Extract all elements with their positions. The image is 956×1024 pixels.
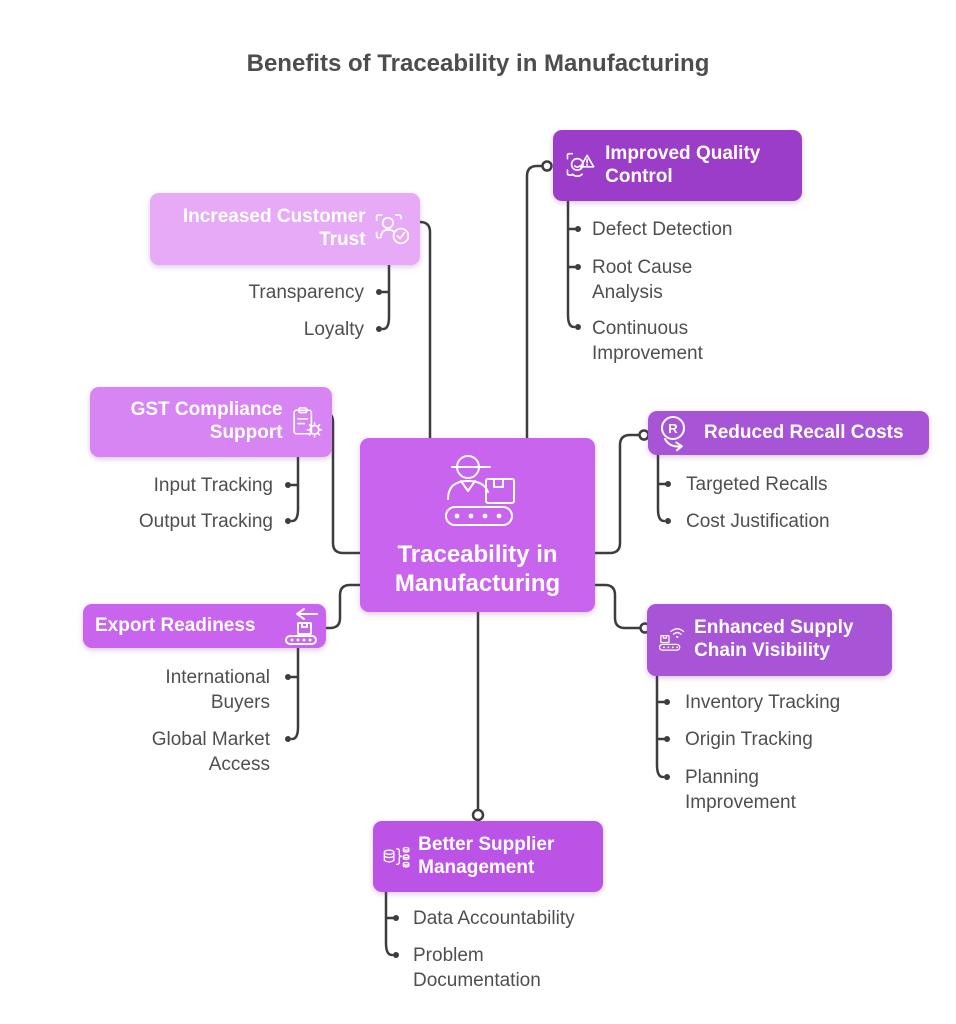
branch-node-better-supplier-management: Better Supplier Management (373, 821, 603, 892)
sub-item: Output Tracking (138, 511, 273, 532)
branch-node-improved-quality-control: Improved Quality Control (553, 130, 802, 201)
sub-item: Input Tracking (153, 475, 273, 496)
sub-item: Data Accountability (413, 908, 575, 929)
sub-item: Defect Detection (592, 219, 733, 240)
conveyor-wifi-icon (658, 628, 685, 651)
customer-verified-icon (375, 214, 409, 245)
branch-label: Increased Customer Trust (182, 206, 366, 250)
clipboard-gear-icon (292, 407, 322, 438)
branch-label: Export Readiness (95, 614, 256, 636)
sub-item: Cost Justification (686, 511, 830, 532)
branch-label: Enhanced Supply Chain Visibility (694, 617, 854, 661)
quality-scan-alert-icon (566, 152, 595, 177)
sub-item: Global Market Access (151, 729, 270, 775)
database-network-icon (383, 846, 410, 868)
branch-node-gst-compliance-support: GST Compliance Support (90, 387, 332, 457)
connector-export (315, 583, 362, 630)
connector-recall (593, 433, 641, 555)
central-node-label: Traceability in Manufacturing (394, 541, 561, 597)
sub-item: Transparency (248, 282, 364, 303)
branch-label: Improved Quality Control (605, 142, 761, 187)
subconnector-quality (566, 199, 577, 329)
branch-label: Reduced Recall Costs (704, 421, 904, 443)
subconnector-trust (380, 263, 391, 331)
branch-node-export-readiness: Export Readiness (83, 604, 326, 648)
connector-trust (405, 220, 432, 440)
connector-supply (593, 583, 642, 630)
connector-terminal (541, 160, 553, 172)
sub-item: International Buyers (165, 667, 270, 713)
export-conveyor-icon (285, 608, 318, 645)
sub-item: Loyalty (303, 319, 364, 340)
branch-label: GST Compliance Support (130, 399, 283, 443)
sub-item: Origin Tracking (685, 729, 813, 750)
connector-terminal (471, 808, 485, 822)
branch-node-increased-customer-trust: Increased Customer Trust (150, 193, 420, 265)
central-node: Traceability in Manufacturing (360, 438, 595, 612)
recall-return-icon: R (661, 416, 685, 452)
branch-node-reduced-recall-costs: R Reduced Recall Costs (648, 411, 929, 455)
subconnector-supplier (384, 889, 395, 957)
connector-quality (525, 164, 544, 440)
sub-item: Inventory Tracking (685, 692, 841, 713)
branch-node-enhanced-supply-chain-visibility: Enhanced Supply Chain Visibility (647, 604, 892, 676)
sub-item: Targeted Recalls (686, 474, 828, 495)
svg-text:R: R (668, 421, 678, 436)
sub-item: Root Cause Analysis (592, 257, 693, 303)
sub-item: Planning Improvement (685, 767, 796, 813)
subconnector-export (289, 646, 300, 741)
sub-item: Continuous Improvement (592, 318, 703, 364)
worker-conveyor-icon (444, 455, 515, 527)
branch-label: Better Supplier Management (418, 833, 555, 878)
subconnector-supply (655, 674, 666, 779)
subconnector-recall (656, 453, 667, 523)
sub-item: Problem Documentation (413, 945, 541, 991)
diagram-title: Benefits of Traceability in Manufacturin… (246, 50, 710, 77)
subconnector-gst (289, 455, 300, 523)
